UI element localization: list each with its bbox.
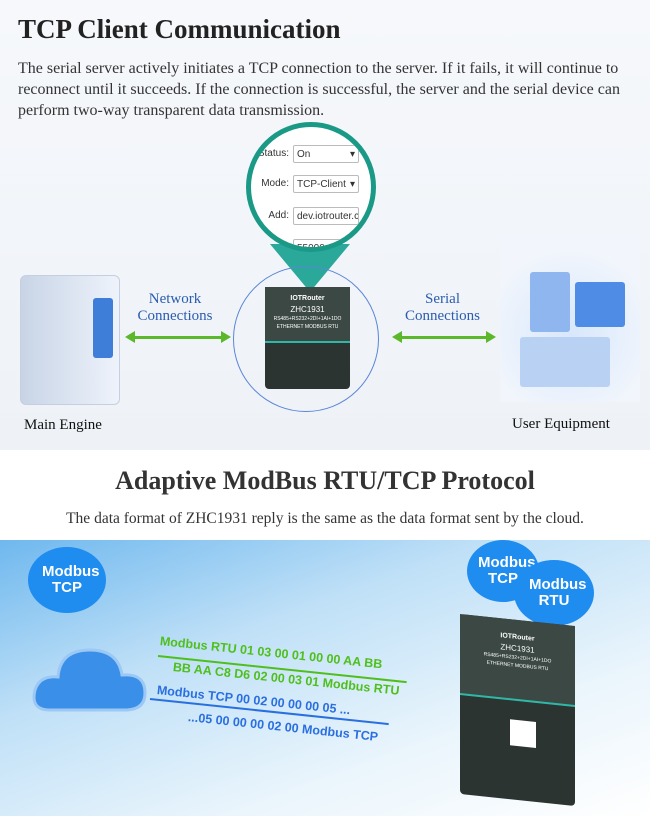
add-label: Add: xyxy=(268,210,289,221)
device-type: ETHERNET MODBUS RTU xyxy=(276,324,339,330)
section-title: TCP Client Communication xyxy=(18,14,341,44)
device-model: ZHC1931 xyxy=(290,305,325,314)
protocol-description: The data format of ZHC1931 reply is the … xyxy=(66,510,584,527)
device-brand: IOTRouter xyxy=(290,295,325,302)
user-equipment-icon xyxy=(500,232,640,402)
serial-arrow xyxy=(392,331,496,343)
serial-connections-label: Serial Connections xyxy=(405,291,480,324)
config-zoom-panel: Status: On▾ Mode: TCP-Client▾ Add: dev.i… xyxy=(246,122,376,252)
cloud-icon xyxy=(32,648,147,712)
network-connections-label: Network Connections xyxy=(137,291,213,324)
bubble-cloud-modbus-tcp: Modbus TCP xyxy=(28,547,106,613)
status-label: Status: xyxy=(257,148,289,159)
network-arrow xyxy=(125,331,231,343)
mode-label: Mode: xyxy=(261,178,289,189)
device-image-large: IOTRouter ZHC1931 RS485+RS232+2DI+1AI+1D… xyxy=(460,613,575,807)
section-description: The serial server actively initiates a T… xyxy=(18,60,620,119)
device-circle xyxy=(233,266,379,412)
address-input[interactable]: dev.iotrouter.com xyxy=(293,207,359,225)
port-input[interactable]: 55000 xyxy=(293,239,359,247)
mode-select[interactable]: TCP-Client▾ xyxy=(293,175,359,193)
main-engine-label: Main Engine xyxy=(24,417,102,433)
status-select[interactable]: On▾ xyxy=(293,145,359,163)
device-image: IOTRouter ZHC1931 RS485+RS232+2DI+1AI+1D… xyxy=(265,287,350,389)
main-engine-server-icon xyxy=(20,275,120,405)
protocol-title: Adaptive ModBus RTU/TCP Protocol xyxy=(115,466,535,495)
device-spec: RS485+RS232+2DI+1AI+1DO xyxy=(273,316,342,322)
user-equipment-label: User Equipment xyxy=(512,416,610,432)
bubble-modbus-rtu: Modbus RTU xyxy=(514,560,594,626)
qr-code xyxy=(510,719,536,748)
